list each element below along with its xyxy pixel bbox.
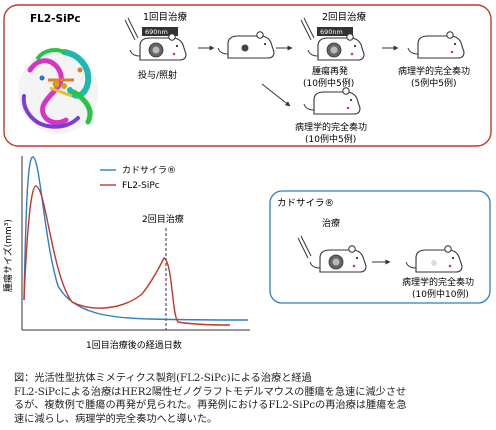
mouse-icon-right-treatment [309,245,367,273]
step1-action: 投与/照射 [138,69,177,81]
cr-top-label: 病理学的完全奏功 [398,65,470,77]
mouse-icon-step1 [129,33,187,61]
laser-beam-box [142,27,178,36]
second-treatment-label: 2回目治療 [142,213,184,225]
regrowth-label: 腫瘍再発 [312,65,348,77]
mouse-icon-cr-mid [303,87,361,115]
legend-fl2sipc-label: FL2-SiPc [122,181,160,191]
cr-mid-label: 病理学的完全奏功 [295,121,367,133]
caption-line-4: 速に減らし、病理学的完全奏功へと導いた。 [14,413,218,425]
mouse-icon-cr-top [407,31,465,59]
step1-wavelength: 690nm [145,28,168,36]
syringe-icon-step2 [300,17,315,41]
right-treatment-label: 治療 [322,217,340,229]
caption-line-2: FL2-SiPcによる治療はHER2陽性ゼノグラフトモデルマウスの腫瘍を急速に減… [14,386,407,398]
arrow-branch [261,83,291,107]
mouse-icon-step2 [307,33,365,61]
top-panel-border [3,4,492,147]
tumor-size-graph: 腫瘍サイズ(mm³) 1回目治療後の経過日数 2回目治療 カドサイラ® FL2-… [2,156,250,351]
protein-structure-illustration [18,48,98,134]
caption-line-3: るが、複数例で腫瘍の再発が見られた。再発例におけるFL2-SiPcの再治療は腫瘍… [14,400,407,412]
right-panel-border [269,190,491,304]
series-fl2sipc-line [23,185,231,326]
right-cr-label: 病理学的完全奏功 [402,276,474,288]
regrowth-count: (10例中5例) [303,77,354,89]
step1-label: 1回目治療 [143,11,188,23]
cr-top-count: (5例中5例) [411,77,456,89]
step2-wavelength: 690nm [320,28,343,36]
figure-caption: 図：光活性型抗体ミメティクス製剤(FL2-SiPc)による治療と経過 FL2-S… [14,372,490,426]
mouse-icon-after-step1 [217,31,275,59]
series-kadcyla-line [23,156,249,321]
step2-label: 2回目治療 [322,11,367,23]
syringe-icon [124,17,139,41]
right-cr-count: (10例中10例) [412,288,469,300]
laser-beam-box-step2 [317,27,353,36]
right-panel-title: カドサイラ® [277,198,334,209]
x-axis-label: 1回目治療後の経過日数 [86,339,182,351]
caption-line-1: 図：光活性型抗体ミメティクス製剤(FL2-SiPc)による治療と経過 [14,373,312,384]
cr-mid-count: (10例中5例) [305,133,356,145]
y-axis-label: 腫瘍サイズ(mm³) [2,219,14,292]
mouse-icon-right-cr [405,245,463,273]
syringe-icon-right [297,235,312,259]
legend-kadcyla-label: カドサイラ® [122,165,176,176]
compound-label: FL2-SiPc [30,13,81,25]
